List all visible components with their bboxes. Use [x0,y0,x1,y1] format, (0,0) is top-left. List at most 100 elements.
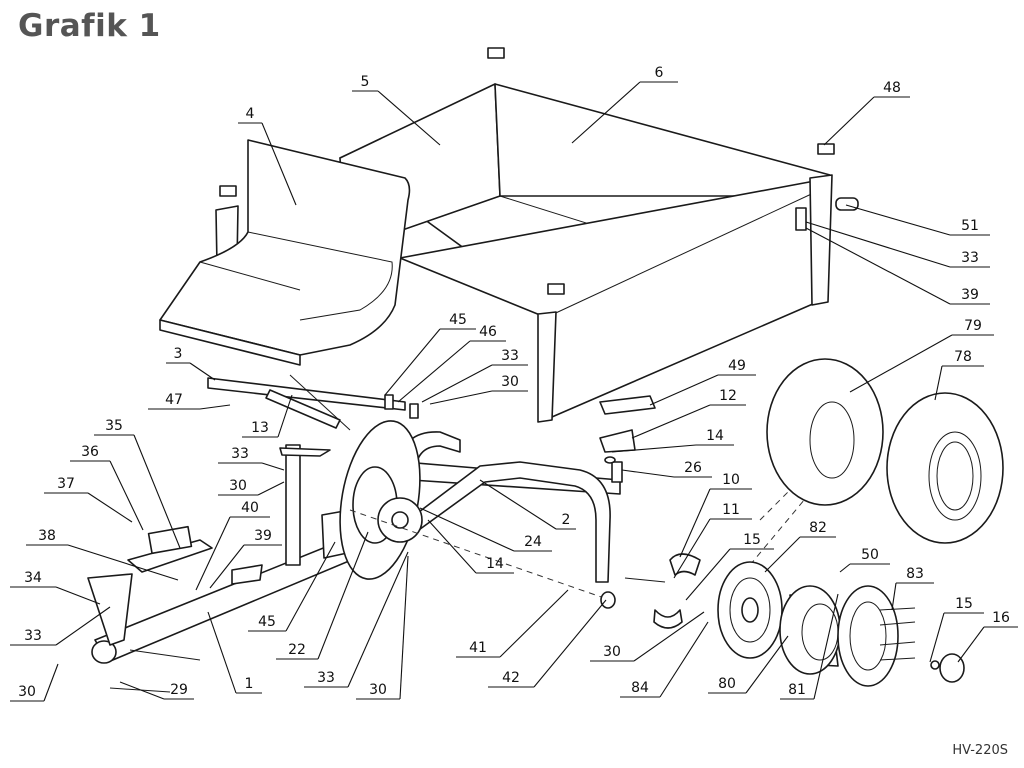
callout-45: 45 [248,541,336,632]
callout-22: 22 [276,531,369,660]
callout-33: 33 [218,446,285,471]
callout-leader-line [87,492,133,523]
callout-leader-line [285,541,336,632]
callout-leader-line [133,434,181,549]
callout-number: 48 [883,80,901,96]
callout-number: 84 [631,680,649,696]
callout-number: 46 [479,324,497,340]
callout-81: 81 [780,593,839,700]
callout-30: 30 [590,611,705,662]
callout-number: 30 [229,478,247,494]
callout-50: 50 [839,547,890,573]
callout-leader-line [934,365,943,401]
callout-leader-line [207,611,237,694]
callout-11: 11 [673,502,752,579]
callout-number: 10 [722,472,740,488]
callout-15: 15 [685,532,774,601]
callout-42: 42 [488,599,607,688]
callout-leader-line [611,444,697,453]
callout-47: 47 [148,392,231,410]
callout-number: 12 [719,388,737,404]
callout-number: 80 [718,676,736,692]
callout-number: 45 [258,614,276,630]
bed-rear-panel [494,83,831,197]
callout-leader-line [839,563,851,573]
callout-number: 4 [246,106,255,122]
callout-leader-line [429,390,493,405]
callout-leader-line [209,544,245,589]
callout-leader-line [55,586,101,605]
callout-82: 82 [764,520,836,573]
callout-48: 48 [823,80,910,146]
diagram-title: Grafik 1 [18,8,161,44]
callout-number: 33 [501,348,519,364]
callout-36: 36 [70,444,144,531]
callout-14: 14 [611,428,734,453]
cap-icon [487,47,505,59]
callout-number: 36 [81,444,99,460]
callout-number: 47 [165,392,183,408]
callout-1: 1 [207,611,262,694]
callout-number: 34 [24,570,42,586]
callout-number: 33 [317,670,335,686]
callout-38: 38 [26,528,179,581]
callout-number: 45 [449,312,467,328]
callout-number: 3 [174,346,183,362]
callout-leader-line [277,394,293,438]
callout-number: 5 [361,74,370,90]
callout-leader-line [479,479,557,530]
small-parts [599,395,656,609]
callout-37: 37 [44,476,133,523]
callout-46: 46 [397,324,506,403]
callout-leader-line [649,374,719,406]
callout-leader-line [189,362,216,381]
callout-number: 35 [105,418,123,434]
callout-14: 14 [427,519,514,574]
callout-number: 24 [524,534,542,550]
frame-bars [207,374,419,431]
callout-number: 13 [251,420,269,436]
callout-number: 33 [24,628,42,644]
callout-number: 40 [241,500,259,516]
callout-39: 39 [209,528,282,589]
cap-icon [219,185,237,197]
callout-number: 15 [955,596,973,612]
callout-leader-line [43,663,59,702]
callout-number: 83 [906,566,924,582]
callout-labels: 4564851333979783471345463330491214263536… [10,65,1018,702]
callout-leader-line [261,122,297,206]
callout-leader-line [764,536,801,573]
wheels [766,358,1004,544]
callout-leader-line [805,227,951,305]
callout-26: 26 [621,460,712,478]
callout-number: 50 [861,547,879,563]
callout-leader-line [109,460,144,531]
callout-leader-line [499,589,569,658]
callout-leader-line [631,404,711,439]
callout-24: 24 [419,507,552,552]
callout-leader-line [659,621,709,698]
callout-leader-line [399,555,409,700]
callout-number: 22 [288,642,306,658]
callout-83: 83 [891,566,934,611]
callout-leader-line [679,488,711,558]
callout-number: 14 [706,428,724,444]
callout-number: 33 [961,250,979,266]
callout-number: 42 [502,670,520,686]
callout-number: 51 [961,218,979,234]
callout-number: 11 [722,502,740,518]
callout-33: 33 [805,221,990,268]
callout-leader-line [195,516,231,591]
callout-15: 15 [929,596,984,663]
callout-number: 30 [603,644,621,660]
callout-leader-line [377,90,441,146]
callout-leader-line [257,481,285,496]
callout-leader-line [119,681,165,700]
callout-leader-line [533,599,607,688]
callout-number: 49 [728,358,746,374]
callout-16: 16 [957,610,1018,663]
callout-leader-line [849,334,953,393]
seat [159,139,411,366]
callout-number: 78 [954,349,972,365]
